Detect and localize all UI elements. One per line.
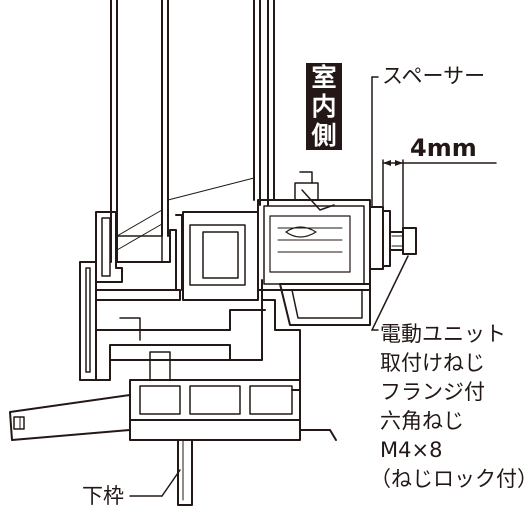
gap-dimension-label: 4mm xyxy=(410,134,477,162)
glass-panes xyxy=(110,0,275,263)
sill-label: 下枠 xyxy=(82,484,124,508)
bolt-line-5: M4×8 xyxy=(380,438,443,462)
bolt-line-2: 取付けねじ xyxy=(380,351,485,375)
room-side-badge: 室 内 側 xyxy=(306,63,342,150)
leader-lines xyxy=(129,76,409,497)
dimension-4mm xyxy=(382,159,497,229)
room-side-char-1: 室 xyxy=(311,63,337,92)
bolt-line-3: フランジ付 xyxy=(380,380,485,404)
spacer-label: スペーサー xyxy=(382,64,486,88)
bolt-callout: 電動ユニット 取付けねじ フランジ付 六角ねじ M4×8 （ねじロック付） xyxy=(370,320,531,494)
bolt-line-1: 電動ユニット xyxy=(380,322,506,346)
lower-frame xyxy=(9,279,371,506)
room-side-char-3: 側 xyxy=(311,121,337,150)
sash-frame xyxy=(79,211,266,381)
bolt-line-4: 六角ねじ xyxy=(380,409,464,433)
bolt-line-6: （ねじロック付） xyxy=(370,467,531,491)
room-side-char-2: 内 xyxy=(311,92,337,121)
spacer-and-bolt xyxy=(369,206,417,270)
